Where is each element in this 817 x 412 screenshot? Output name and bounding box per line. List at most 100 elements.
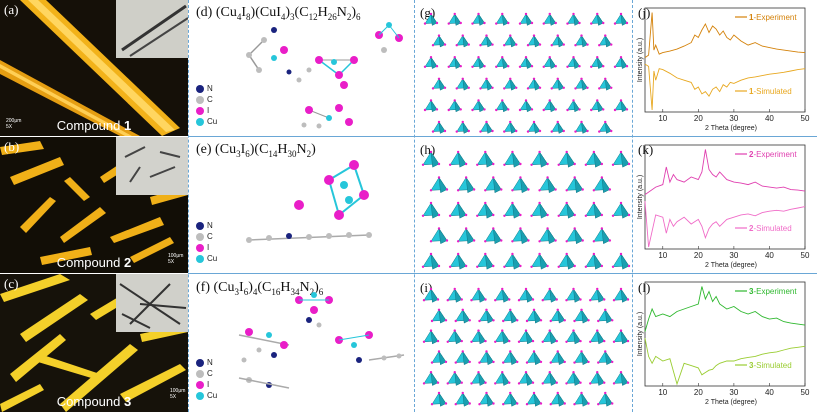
legend-label: 3-Experiment bbox=[749, 287, 797, 296]
cluster-e bbox=[246, 160, 372, 243]
polyhedron bbox=[597, 308, 614, 324]
legend-row-n: N bbox=[196, 357, 217, 368]
scale-bar-b: 100μm 5X bbox=[168, 253, 183, 265]
polyhedron bbox=[470, 287, 487, 303]
polyhedron bbox=[503, 120, 518, 134]
polyhedron bbox=[471, 99, 486, 113]
polyhedron bbox=[541, 329, 558, 345]
polyhedron bbox=[421, 150, 441, 168]
legend-row-cu: Cu bbox=[196, 253, 217, 264]
panel-label-c: (c) bbox=[4, 276, 19, 291]
atom-n-icon bbox=[196, 221, 204, 230]
polyhedron bbox=[502, 308, 519, 324]
packing-panel bbox=[423, 12, 629, 134]
polyhedron bbox=[611, 201, 631, 219]
x-tick-label: 20 bbox=[694, 114, 703, 123]
polyhedron bbox=[550, 120, 565, 134]
polyhedron bbox=[470, 371, 487, 386]
series-line bbox=[644, 201, 806, 248]
polyhedron bbox=[454, 391, 471, 407]
polyhedron bbox=[597, 391, 614, 407]
panel-label-e: (e) bbox=[196, 142, 212, 157]
polyhedron bbox=[592, 227, 612, 245]
panel-label-j: (j) bbox=[638, 5, 651, 20]
polyhedron bbox=[448, 201, 468, 219]
legend-num: 3 bbox=[749, 361, 754, 370]
polyhedron bbox=[502, 391, 519, 407]
formula-f: (f) (Cu3I6)4(C16H34N2)6 bbox=[196, 280, 323, 297]
polyhedron bbox=[495, 56, 510, 69]
polyhedron bbox=[503, 34, 518, 48]
polyhedron bbox=[557, 201, 576, 219]
title-prefix-a: Compound bbox=[56, 118, 124, 133]
polyhedron bbox=[566, 12, 581, 26]
scale-text-a: 200μm bbox=[6, 118, 22, 124]
legend-row-cu: Cu bbox=[196, 390, 217, 401]
x-tick-label: 50 bbox=[801, 251, 810, 260]
polyhedron bbox=[503, 150, 522, 168]
polyhedron bbox=[446, 371, 463, 386]
legend-suffix: -Simulated bbox=[753, 224, 791, 233]
polyhedron bbox=[541, 287, 558, 303]
polyhedron bbox=[422, 287, 440, 303]
legend-cu-label: Cu bbox=[207, 254, 218, 263]
polyhedron bbox=[584, 252, 604, 270]
col-divider-1 bbox=[188, 0, 189, 412]
legend-label: 2-Experiment bbox=[749, 150, 797, 159]
polyhedron bbox=[557, 150, 576, 168]
atom-i-icon bbox=[196, 106, 204, 115]
polyhedron bbox=[503, 77, 518, 91]
panel-label-b: (b) bbox=[4, 139, 20, 154]
polyhedron bbox=[454, 350, 471, 366]
polyhedron bbox=[565, 227, 584, 245]
crystal-image-3 bbox=[0, 274, 188, 412]
polyhedron bbox=[573, 308, 590, 324]
atom-legend-f: N C I Cu bbox=[196, 357, 217, 401]
polyhedron bbox=[565, 371, 582, 386]
polyhedron bbox=[526, 77, 542, 91]
photo-title-c: Compound 3 bbox=[0, 394, 188, 409]
polyhedron bbox=[495, 99, 510, 113]
legend-i-label: I bbox=[207, 380, 210, 389]
polyhedron bbox=[538, 227, 557, 245]
crystal-image-2 bbox=[0, 137, 188, 273]
legend-c-label: C bbox=[207, 232, 213, 241]
legend-row-cu: Cu bbox=[196, 116, 217, 127]
legend-suffix: -Experiment bbox=[753, 287, 797, 296]
legend-n-label: N bbox=[207, 358, 213, 367]
cluster-f2 bbox=[238, 328, 290, 363]
polyhedron bbox=[526, 120, 542, 134]
packing-diagrams bbox=[421, 12, 631, 407]
atom-cu-icon bbox=[196, 391, 204, 400]
polyhedron bbox=[590, 56, 605, 69]
panel-label-i: (i) bbox=[420, 280, 433, 295]
x-tick-label: 40 bbox=[765, 251, 774, 260]
polyhedron bbox=[573, 391, 590, 407]
col-divider-3 bbox=[632, 0, 633, 412]
cluster-f4 bbox=[238, 317, 322, 389]
polyhedron bbox=[476, 252, 495, 270]
atom-legend-d: N C I Cu bbox=[196, 83, 217, 127]
polyhedron bbox=[431, 77, 447, 91]
scale-text-b: 100μm bbox=[168, 253, 184, 259]
title-prefix-c: Compound bbox=[56, 394, 124, 409]
scale-bar-c: 100μm 5X bbox=[170, 388, 185, 400]
x-tick-label: 30 bbox=[729, 114, 738, 123]
polyhedron bbox=[494, 371, 511, 386]
polyhedron bbox=[479, 34, 494, 48]
polyhedron bbox=[613, 99, 629, 113]
cluster-d4 bbox=[301, 104, 353, 129]
legend-label: 1-Simulated bbox=[749, 87, 792, 96]
polyhedron bbox=[549, 391, 566, 407]
polyhedron bbox=[530, 252, 549, 270]
polyhedron bbox=[422, 371, 440, 386]
polyhedron bbox=[598, 77, 613, 91]
title-num-b: 2 bbox=[123, 255, 132, 270]
polyhedron bbox=[613, 56, 629, 69]
polyhedron bbox=[611, 252, 631, 270]
cluster-d3 bbox=[375, 22, 403, 53]
polyhedron bbox=[574, 120, 589, 134]
polyhedron bbox=[484, 176, 503, 194]
